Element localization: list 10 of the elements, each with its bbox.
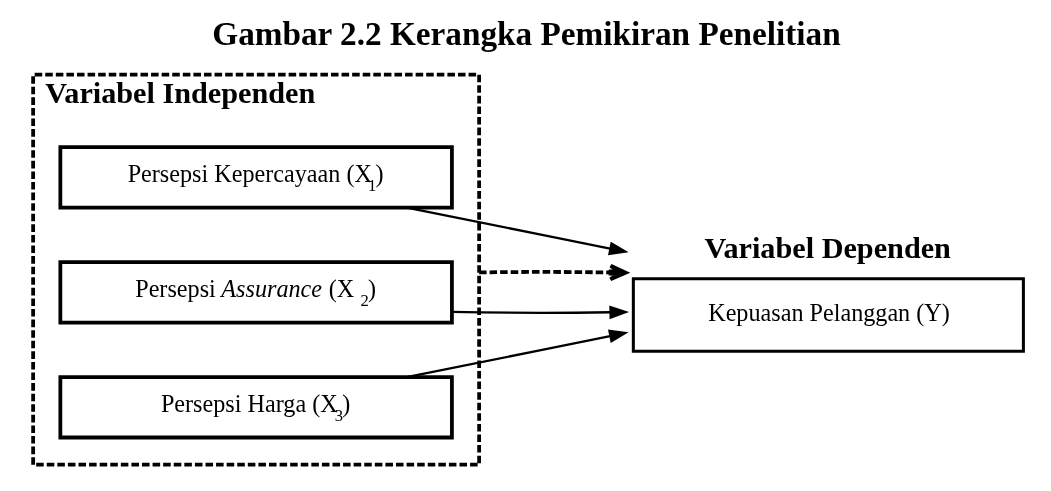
node-box: Persepsi Harga (X$_{3}$) — [57, 375, 454, 440]
arrow — [478, 263, 628, 282]
arrow — [451, 305, 629, 320]
node-label: Variabel Dependen — [703, 230, 951, 265]
arrow — [407, 206, 629, 256]
node-box: Persepsi Assurance (X$_{2}$) — [57, 260, 454, 325]
node-box: Kepuasan Pelanggan (Y) — [631, 277, 1025, 353]
node-box: Persepsi Kepercayaan (X$_{1}$) — [57, 145, 454, 210]
arrow — [407, 329, 629, 379]
diagram-title: Gambar 2.2 Kerangka Pemikiran Penelitian — [211, 15, 841, 53]
